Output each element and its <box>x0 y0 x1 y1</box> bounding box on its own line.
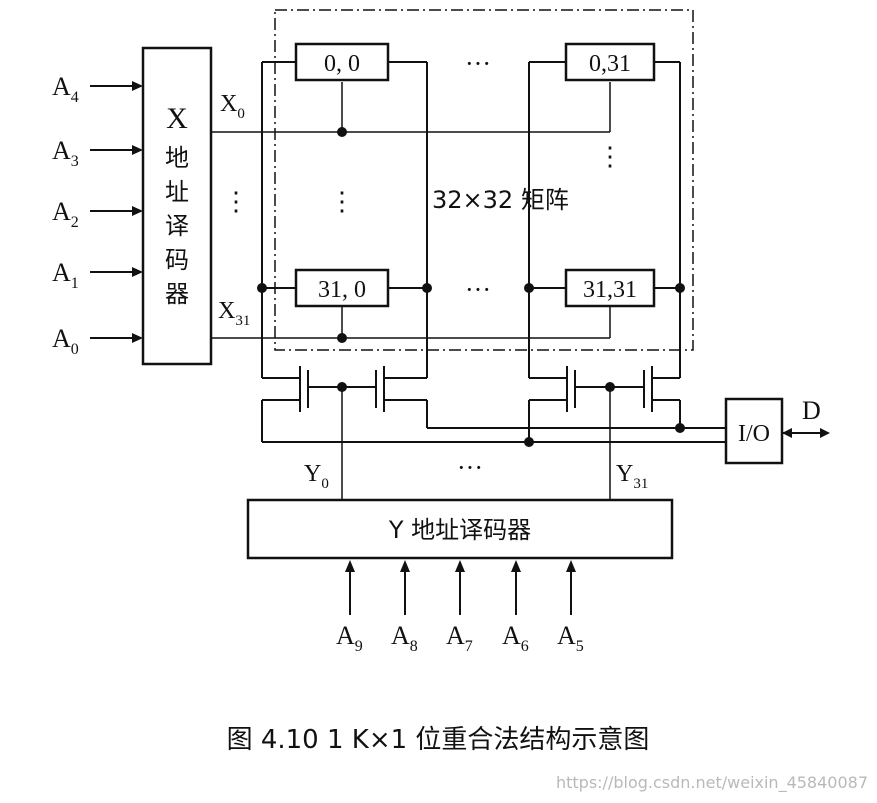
x-decoder-char: 码 <box>165 246 189 274</box>
y-input-arrows <box>345 560 576 615</box>
x-decoder-char: 地 <box>165 144 189 172</box>
y-line-label: Y31 <box>616 461 648 492</box>
y-line-label: Y0 <box>304 461 329 492</box>
memory-cell: 0, 0 <box>294 42 390 82</box>
memory-cell: 31,31 <box>564 268 656 308</box>
x-line-label: X31 <box>218 298 250 329</box>
x-decoder-char: 器 <box>165 280 189 308</box>
cell-label: 31,31 <box>583 277 637 303</box>
matrix-label: 32×32 矩阵 <box>432 186 569 214</box>
bit-lines <box>257 61 685 378</box>
column-transistors-31 <box>528 366 681 442</box>
y-input-label: A8 <box>391 621 418 655</box>
y-select-lines <box>341 387 611 500</box>
y-decoder-label: Y 地址译码器 <box>388 516 531 544</box>
data-buses <box>262 423 726 447</box>
x-input-arrows <box>90 81 143 343</box>
y-input-label: A5 <box>557 621 584 655</box>
x-select-lines <box>211 82 611 343</box>
x-decoder-char: 译 <box>165 212 189 240</box>
memory-cell: 31, 0 <box>294 268 390 308</box>
watermark: https://blog.csdn.net/weixin_45840087 <box>556 773 868 793</box>
column-ellipsis: ⋮ <box>329 187 355 216</box>
x-decoder-char: 址 <box>165 178 189 206</box>
x-decoder-letter: X <box>166 102 188 135</box>
io-label: I/O <box>738 421 770 447</box>
cell-label: 31, 0 <box>318 277 366 303</box>
x-input-label: A0 <box>52 324 79 358</box>
row-ellipsis: ··· <box>465 49 491 78</box>
y-input-label: A9 <box>336 621 363 655</box>
x-vertical-ellipsis: ⋮ <box>223 187 249 216</box>
cell-label: 0,31 <box>589 51 631 77</box>
x-input-label: A2 <box>52 197 79 231</box>
y-input-labels: A9 A8 A7 A6 A5 <box>336 621 584 655</box>
x-input-label: A3 <box>52 136 79 170</box>
matrix-boundary <box>274 9 694 351</box>
x-address-decoder: X 地 址 译 码 器 <box>141 46 213 366</box>
y-ellipsis: ··· <box>457 453 483 482</box>
x-input-label: A4 <box>52 72 79 106</box>
cell-label: 0, 0 <box>324 51 360 77</box>
y-address-decoder: Y 地址译码器 <box>246 498 674 560</box>
x-input-labels: A4 A3 A2 A1 A0 <box>52 72 79 358</box>
figure-caption: 图 4.10 1 K×1 位重合法结构示意图 <box>227 725 650 755</box>
data-output-label: D <box>802 396 821 425</box>
row-ellipsis: ··· <box>465 275 491 304</box>
memory-cell: 0,31 <box>564 42 656 82</box>
column-transistors-0 <box>261 366 428 442</box>
y-input-label: A7 <box>446 621 473 655</box>
column-ellipsis: ⋮ <box>597 142 623 171</box>
x-line-label: X0 <box>220 91 245 122</box>
x-input-label: A1 <box>52 258 79 292</box>
io-block: I/O D <box>724 396 830 465</box>
y-input-label: A6 <box>502 621 529 655</box>
